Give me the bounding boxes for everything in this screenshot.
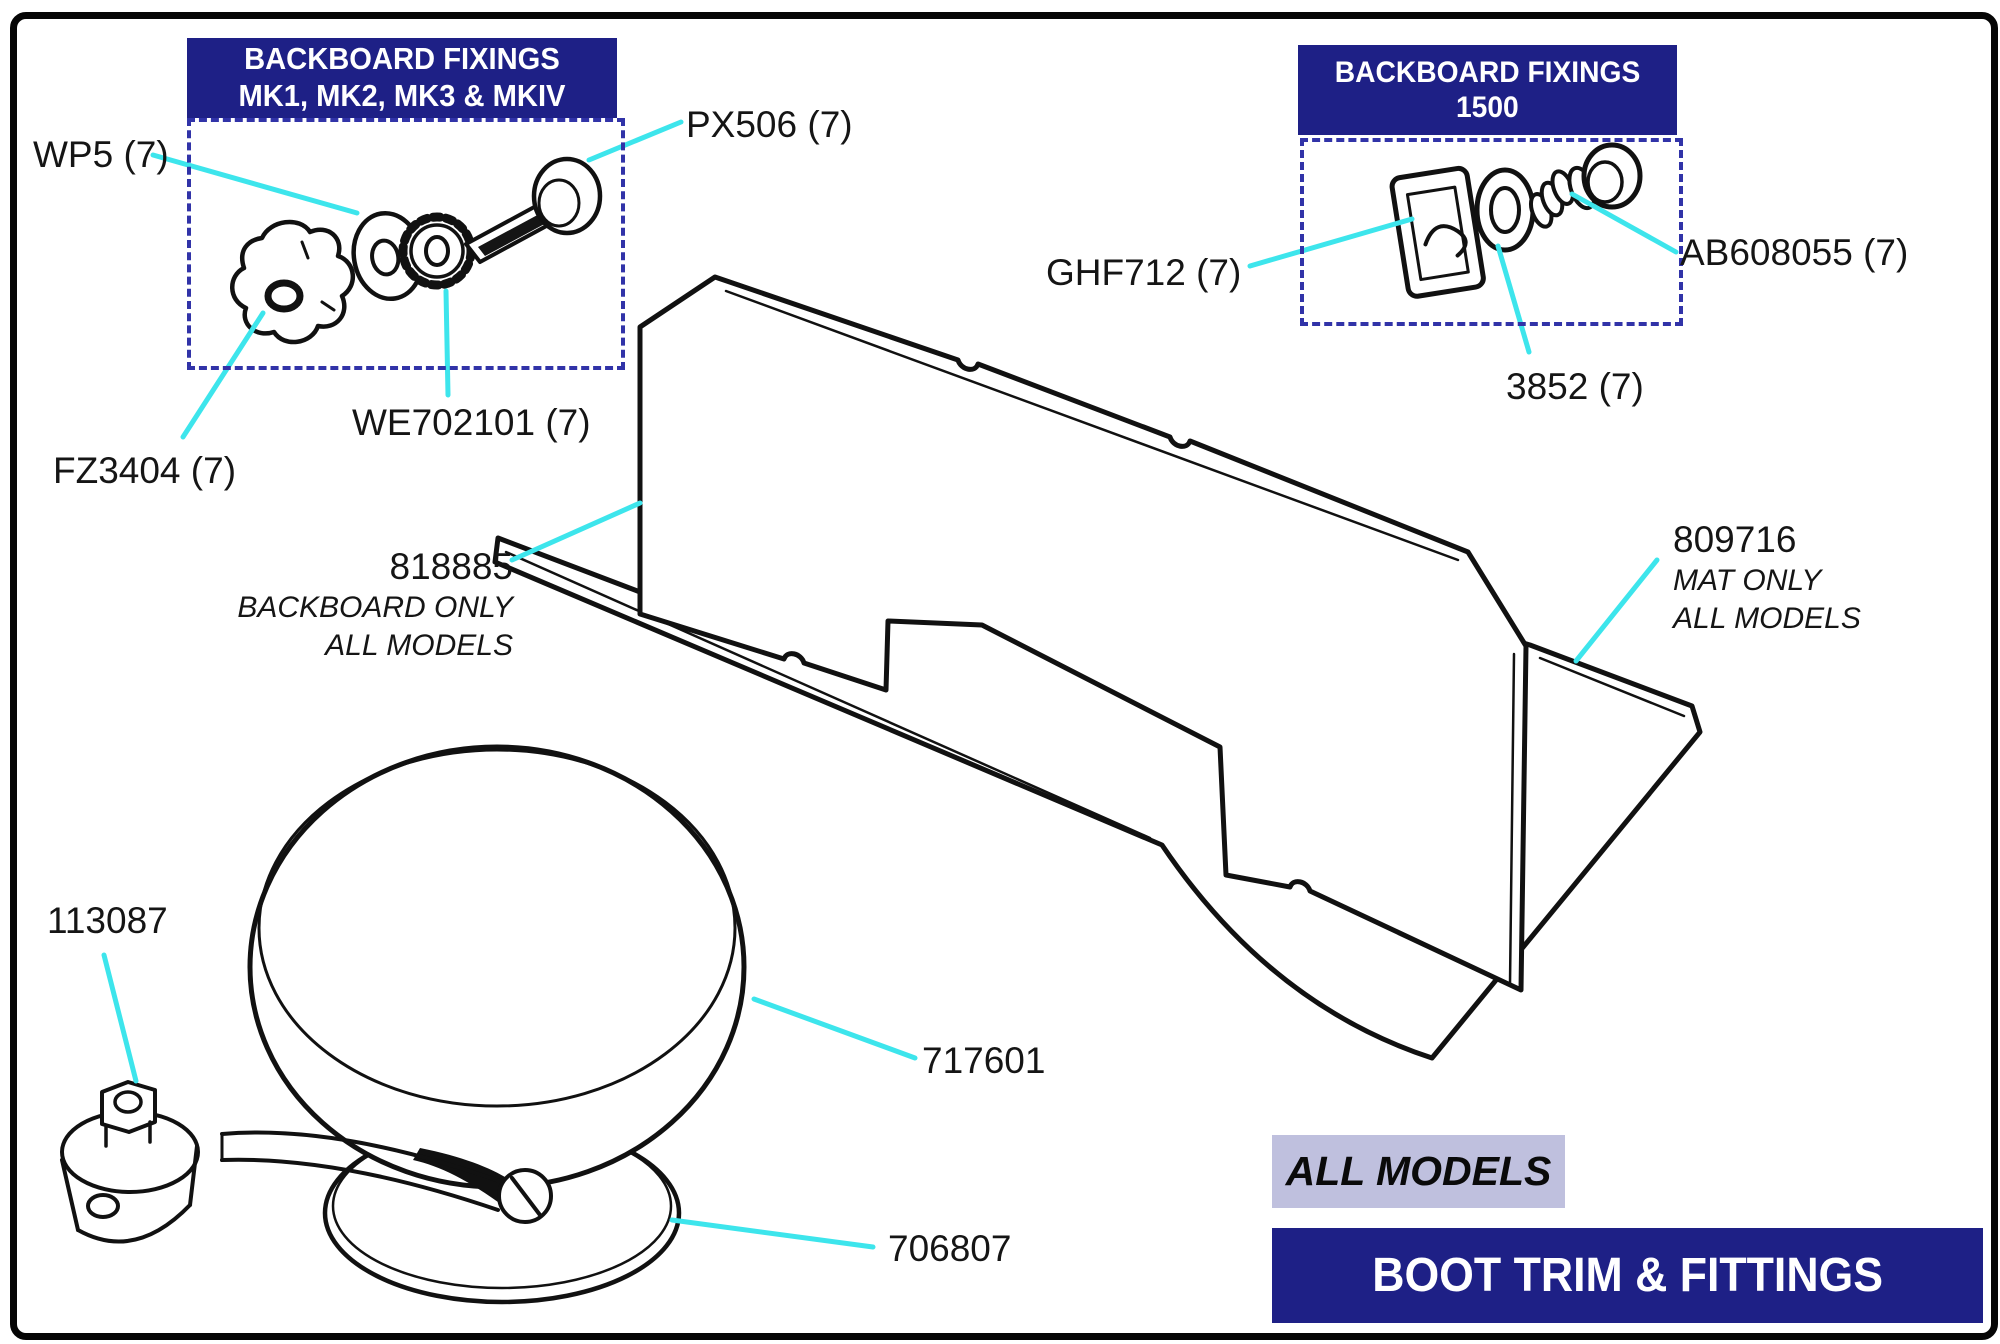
mk-fixings-header-line2: MK1, MK2, MK3 & MKIV <box>238 78 566 113</box>
label-ghf712: GHF712 (7) <box>1046 252 1242 293</box>
leader-px506 <box>586 119 684 163</box>
label-we702101: WE702101 (7) <box>352 402 591 443</box>
mk-fixings-header-line1: BACKBOARD FIXINGS <box>244 41 560 77</box>
fixings-1500-header-line1: BACKBOARD FIXINGS <box>1334 55 1641 89</box>
leader-113087 <box>101 952 139 1084</box>
fixings-1500-header-line2: 1500 <box>1456 91 1519 124</box>
leader-lines <box>101 119 1679 1250</box>
strap-drawing <box>220 1130 553 1224</box>
leader-818885 <box>509 500 643 563</box>
leader-706807 <box>669 1217 876 1250</box>
label-809716-block: 809716 MAT ONLY ALL MODELS <box>1673 518 1861 638</box>
leader-717601 <box>751 996 918 1061</box>
leader-we702101 <box>443 288 451 398</box>
fixings-1500-dashed-box <box>1300 138 1683 326</box>
label-818885-caption2: ALL MODELS <box>325 629 513 662</box>
label-818885-caption1: BACKBOARD ONLY <box>237 591 513 624</box>
label-809716-caption2: ALL MODELS <box>1673 602 1861 635</box>
label-113087: 113087 <box>47 900 168 941</box>
screw-px506-drawing <box>464 156 603 264</box>
backboard-drawing <box>637 274 1529 993</box>
toothed-washer-we702101-drawing <box>398 212 476 290</box>
leader-ab608055 <box>1569 191 1679 255</box>
label-wp5: WP5 (7) <box>33 134 169 175</box>
leader-809716 <box>1573 557 1660 664</box>
label-3852: 3852 (7) <box>1506 366 1644 407</box>
leader-fz3404 <box>180 310 266 440</box>
label-809716-number: 809716 <box>1673 519 1797 560</box>
label-fz3404: FZ3404 (7) <box>53 450 237 491</box>
knob-717601-drawing <box>247 744 747 1190</box>
fastener-113087-drawing <box>60 1080 200 1244</box>
label-717601: 717601 <box>922 1040 1046 1081</box>
page-title-text: BOOT TRIM & FITTINGS <box>1372 1249 1883 1302</box>
label-818885-number: 818885 <box>389 546 513 587</box>
screw-ab608055-drawing <box>1528 142 1643 229</box>
label-809716-caption1: MAT ONLY <box>1673 564 1822 597</box>
all-models-badge-text: ALL MODELS <box>1285 1148 1552 1194</box>
mk-fixings-header: BACKBOARD FIXINGS MK1, MK2, MK3 & MKIV <box>187 38 617 118</box>
page-title: BOOT TRIM & FITTINGS <box>1272 1228 1983 1323</box>
label-706807: 706807 <box>888 1228 1012 1269</box>
label-px506: PX506 (7) <box>686 104 853 145</box>
clip-ghf712-drawing <box>1389 165 1486 299</box>
leader-ghf712 <box>1247 216 1415 269</box>
mk-fixings-dashed-box <box>187 118 625 370</box>
label-ab608055: AB608055 (7) <box>1680 232 1909 273</box>
fixings-1500-header: BACKBOARD FIXINGS 1500 <box>1298 45 1677 135</box>
label-818885-block: 818885 BACKBOARD ONLY ALL MODELS <box>237 545 513 665</box>
leader-3852 <box>1495 243 1532 355</box>
all-models-badge: ALL MODELS <box>1272 1135 1565 1208</box>
